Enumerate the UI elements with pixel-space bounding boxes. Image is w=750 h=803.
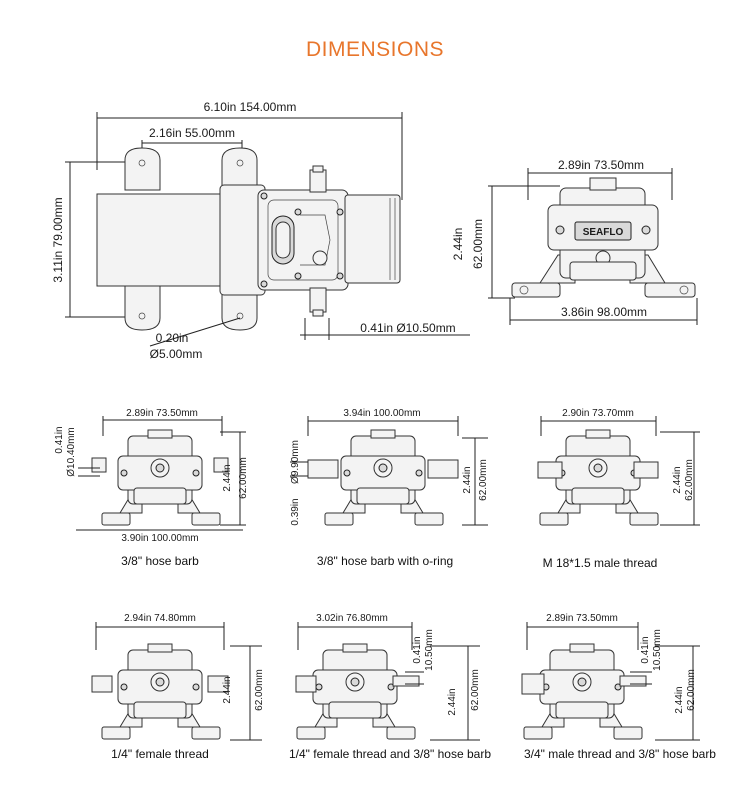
variant-2-width: 3.94in 100.00mm (343, 408, 420, 419)
motor-body (96, 193, 228, 287)
variant-6-height-mm: 62.00mm (686, 669, 697, 711)
variant-4-height-in: 2.44in (222, 676, 233, 703)
variant-2-port-mm: Ø9.90mm (290, 440, 301, 484)
overall-width-label: 6.10in 154.00mm (204, 100, 297, 114)
port-size-label: 0.41in Ø10.50mm (360, 321, 455, 335)
variant-5-height-in: 2.44in (447, 688, 458, 715)
seaflo-logo: SEAFLO (583, 227, 624, 238)
variant-1-width: 2.89in 73.50mm (126, 408, 198, 419)
variant-4-width: 2.94in 74.80mm (124, 613, 196, 624)
variant-3-caption: M 18*1.5 male thread (542, 556, 658, 570)
mount-hole (138, 159, 146, 167)
front-height-mm: 62.00mm (471, 219, 485, 269)
variant-4-drawing: 2.94in 74.80mm 2.44in 62.00mm (91, 613, 265, 741)
variant-5-port-mm: 10.50mm (424, 629, 435, 671)
variant-6-caption: 3/4" male thread and 3/8" hose barb (524, 747, 716, 761)
variant-1-base: 3.90in 100.00mm (121, 533, 198, 544)
variant-5-drawing: 3.02in 76.80mm 0.41in 10.50mm 2.44in 62.… (295, 613, 481, 741)
variant-5-height-mm: 62.00mm (470, 669, 481, 711)
mount-ear-tr (221, 147, 258, 191)
front-height-inch: 2.44in (451, 228, 465, 261)
variant-2-caption: 3/8" hose barb with o-ring (316, 554, 454, 568)
variant-1-caption: 3/8" hose barb (121, 554, 199, 568)
variant-3-drawing: 2.90in 73.70mm 2.44in 62.00mm (537, 408, 700, 526)
variant-2-height-in: 2.44in (462, 466, 473, 493)
mount-spacing-label: 2.16in 55.00mm (149, 126, 235, 140)
variant-5-width: 3.02in 76.80mm (316, 613, 388, 624)
mount-ear-tl (124, 147, 161, 191)
mount-ear-bl (124, 284, 161, 331)
variant-2-drawing: 3.94in 100.00mm 2.44in 62.00mm 0.39in Ø9… (290, 408, 489, 526)
variant-1-port-mm: Ø10.40mm (66, 427, 77, 476)
variant-5-port-in: 0.41in (412, 636, 423, 663)
variant-6-width: 2.89in 73.50mm (546, 613, 618, 624)
hole-diameter-label: Ø5.00mm (150, 347, 203, 361)
variant-2-port-in: 0.39in (290, 498, 301, 525)
height-label: 3.11in 79.00mm (51, 197, 65, 282)
variant-1-height-mm: 62.00mm (238, 457, 249, 499)
front-base-label: 3.86in 98.00mm (561, 305, 647, 319)
front-width-label: 2.89in 73.50mm (558, 158, 644, 172)
page-title: DIMENSIONS (305, 38, 444, 61)
variant-5-caption: 1/4" female thread and 3/8" hose barb (289, 747, 491, 761)
variant-3-height-in: 2.44in (672, 466, 683, 493)
variant-3-height-mm: 62.00mm (684, 459, 695, 501)
variant-6-port-in: 0.41in (640, 636, 651, 663)
variant-1-port-in: 0.41in (54, 426, 65, 453)
variant-4-caption: 1/4" female thread (111, 747, 209, 761)
variant-6-port-mm: 10.50mm (652, 629, 663, 671)
variant-1-height-in: 2.44in (222, 464, 233, 491)
front-view: 2.89in 73.50mm 2.44in 62.00mm 3.86in 98.… (451, 158, 698, 325)
top-view: 6.10in 154.00mm 2.16in 55.00mm 3.11in 79… (51, 100, 470, 361)
hole-size-label: 0.20in (156, 331, 189, 345)
variant-6-height-in: 2.44in (674, 686, 685, 713)
variant-3-width: 2.90in 73.70mm (562, 408, 634, 419)
variant-1-drawing: 2.89in 73.50mm 2.44in 62.00mm 0.41in Ø10… (54, 408, 249, 544)
variant-4-height-mm: 62.00mm (254, 669, 265, 711)
variant-2-height-mm: 62.00mm (478, 459, 489, 501)
variant-6-drawing: 2.89in 73.50mm 0.41in 10.50mm 2.44in 62.… (521, 613, 700, 741)
